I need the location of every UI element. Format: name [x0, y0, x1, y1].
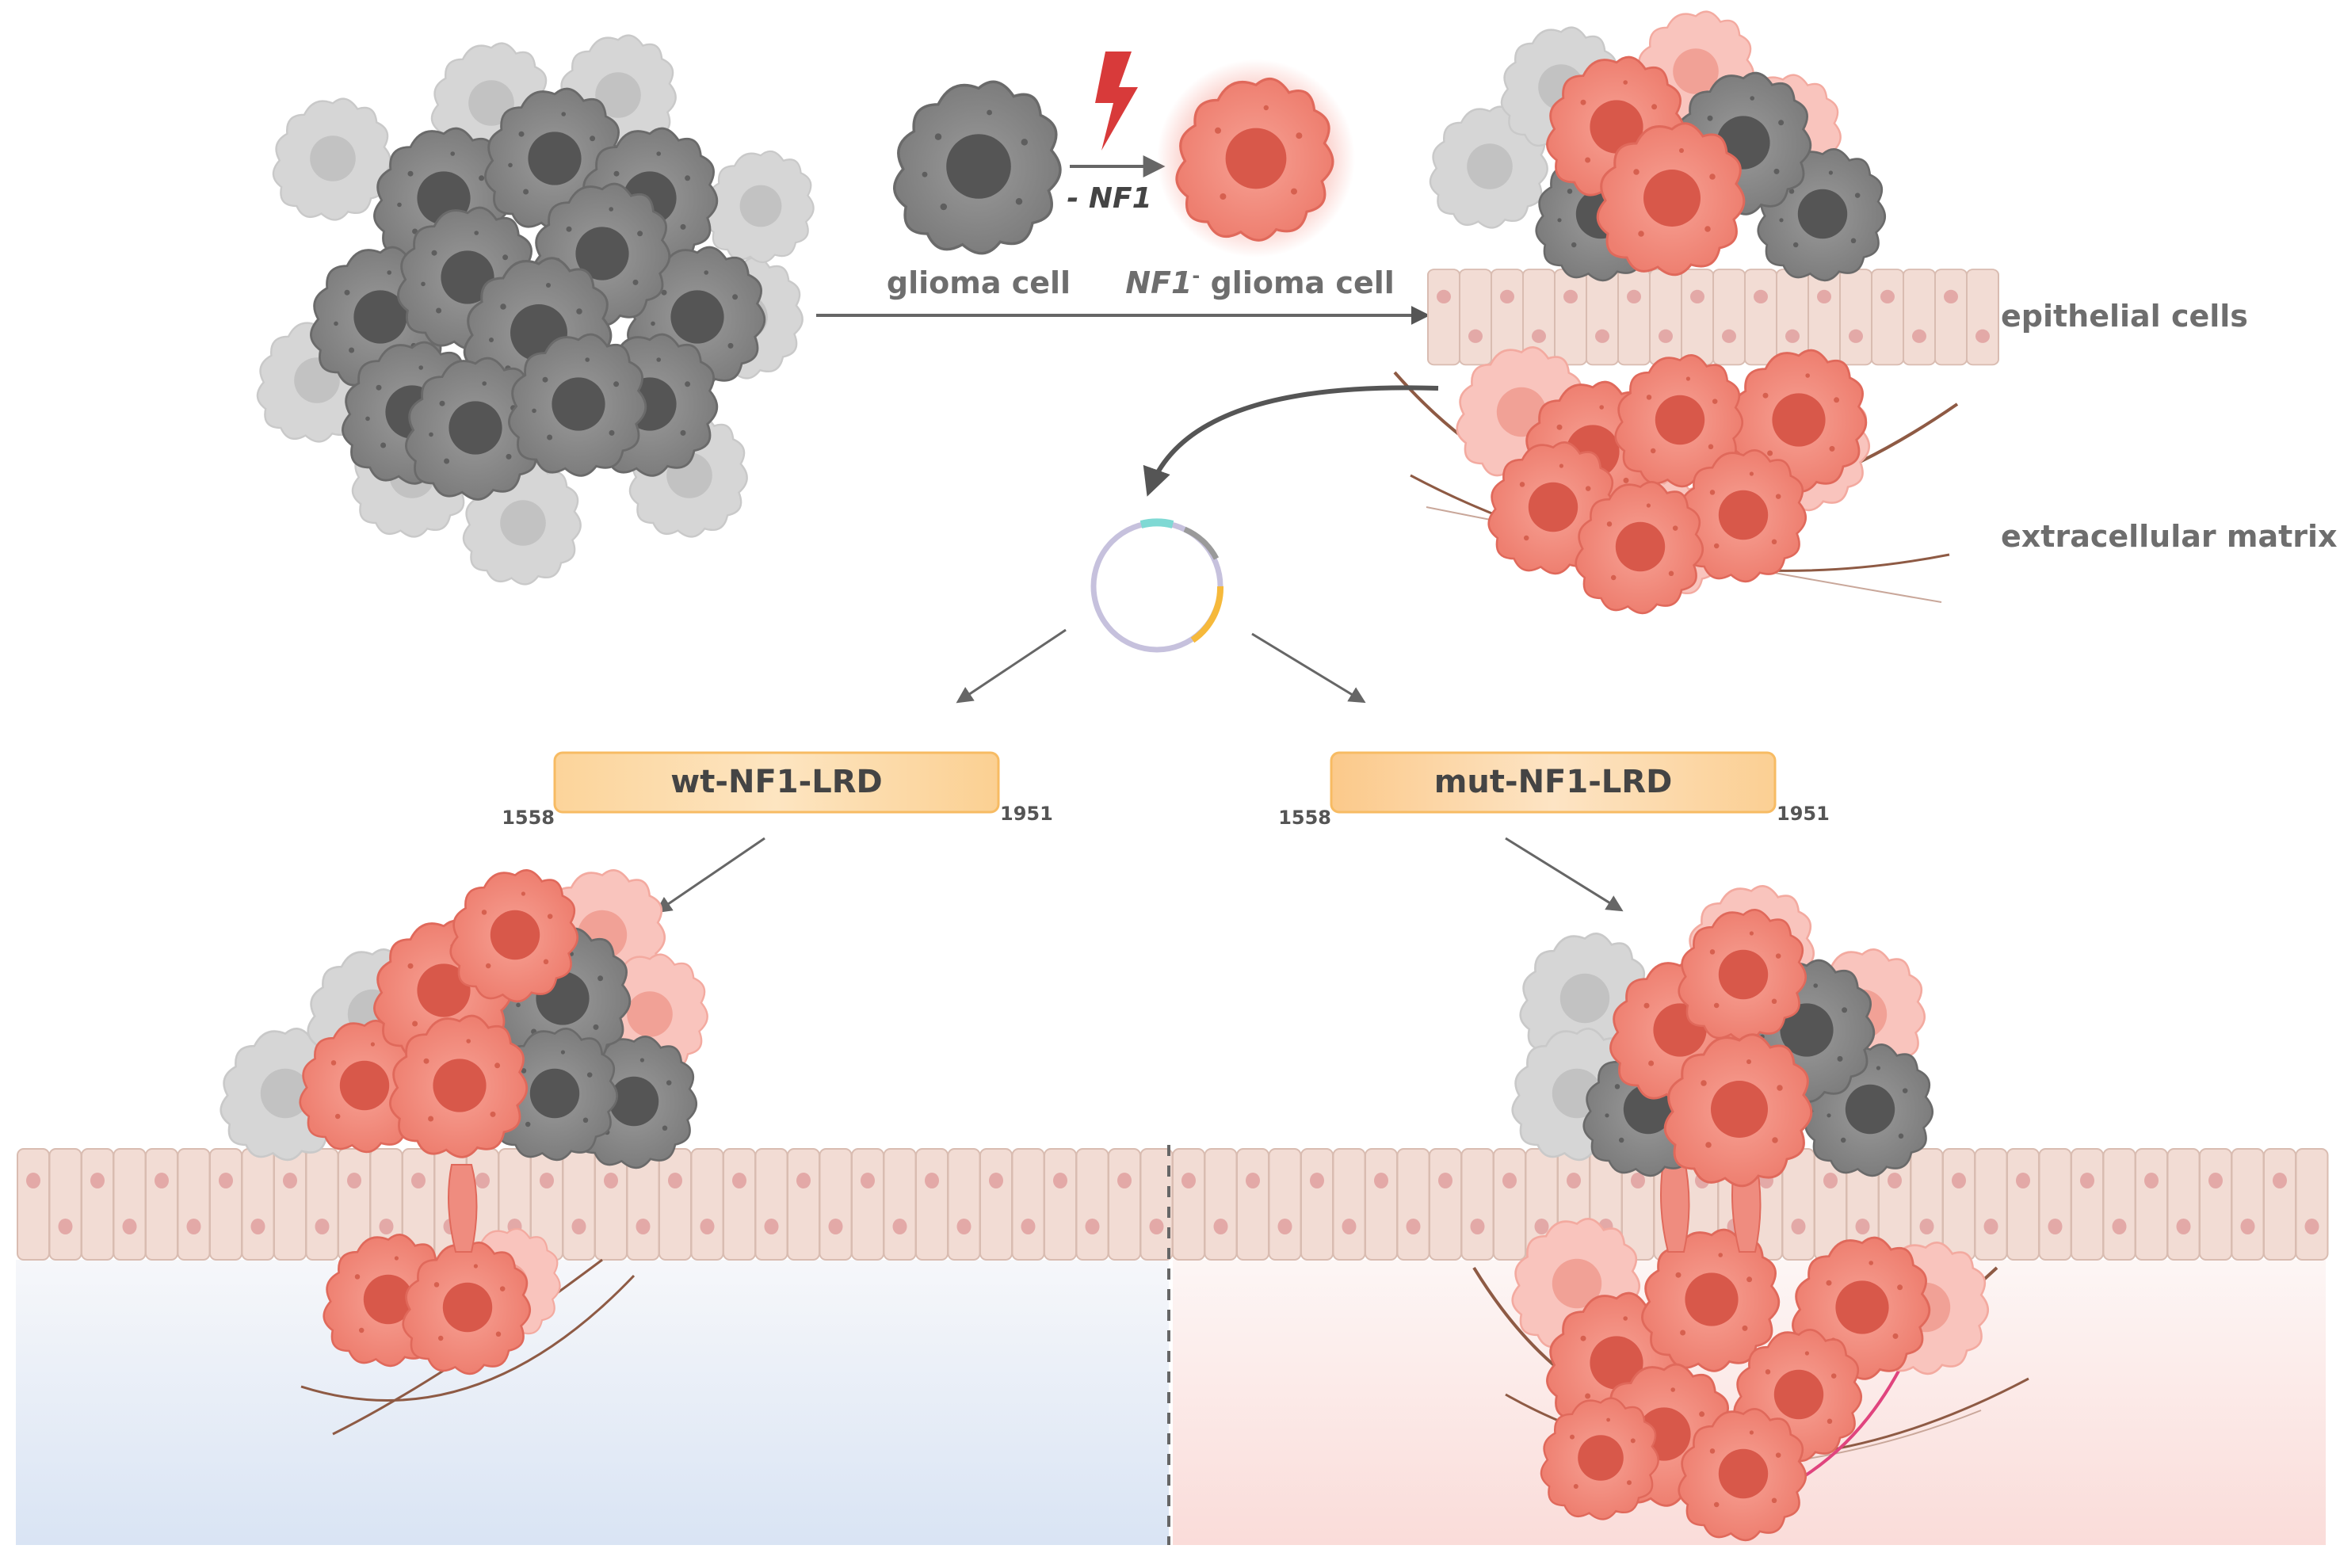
- epithelial-cell: [2102, 1148, 2136, 1261]
- epithelial-cell: [2231, 1148, 2265, 1261]
- epithelial-cell: [81, 1148, 114, 1261]
- epithelial-cell: [1011, 1148, 1045, 1261]
- epithelial-cell: [1712, 269, 1746, 366]
- epithelial-cell: [1871, 269, 1904, 366]
- epithelial-cell: [1460, 1148, 1494, 1261]
- epithelial-cell: [17, 1148, 50, 1261]
- epithelial-cell: [1781, 1148, 1815, 1261]
- epithelial-cell: [177, 1148, 211, 1261]
- wt-outcome-arrow: [655, 837, 765, 914]
- epithelial-cell: [658, 1148, 692, 1261]
- epithelial-cell: [915, 1148, 949, 1261]
- to-mut-arrow: [1251, 632, 1366, 704]
- epithelial-cell: [1236, 1148, 1269, 1261]
- epithelial-cell: [947, 1148, 981, 1261]
- epithelial-cell: [1586, 269, 1619, 366]
- epithelial-cell: [1204, 1148, 1238, 1261]
- epithelial-cell: [1617, 269, 1651, 366]
- epithelial-cell: [851, 1148, 884, 1261]
- epithelial-cell: [1332, 1148, 1366, 1261]
- construct-name: mut-NF1-LRD: [1434, 764, 1673, 800]
- epithelial-cell: [819, 1148, 853, 1261]
- glioma-cell-label: glioma cell: [887, 265, 1071, 300]
- epithelial-cell: [1942, 1148, 1975, 1261]
- epithelial-cell: [1108, 1148, 1141, 1261]
- to-plasmid-arrow: [1143, 385, 1439, 497]
- epithelial-cell: [2006, 1148, 2040, 1261]
- epithelial-cell: [2199, 1148, 2232, 1261]
- epithelial-cell: [1839, 269, 1872, 366]
- epithelial-cell: [754, 1148, 788, 1261]
- to-wt-arrow: [956, 628, 1067, 704]
- epithelial-cell: [1649, 269, 1682, 366]
- epithelial-cell: [979, 1148, 1013, 1261]
- epithelial-cell: [1365, 1148, 1398, 1261]
- epithelial-cell: [1459, 269, 1492, 366]
- wt-invasion: [219, 869, 708, 1436]
- epithelial-cell: [1934, 269, 1968, 366]
- epithelial-cell: [723, 1148, 756, 1261]
- epithelial-cell: [1075, 1148, 1109, 1261]
- construct-end: 1951: [1000, 803, 1053, 825]
- mut-invasion: [1472, 885, 2029, 1542]
- nf1-negative-cell-label: NF1- glioma cell: [1125, 265, 1395, 300]
- lightning-bolt-icon: [1095, 52, 1138, 151]
- epithelial-cell: [1776, 269, 1809, 366]
- epithelial-cell: [1681, 269, 1714, 366]
- plasmid-icon: [1090, 518, 1224, 653]
- epithelial-cell: [1172, 1148, 1205, 1261]
- epithelial-cell: [1903, 269, 1936, 366]
- epithelial-cell: [145, 1148, 178, 1261]
- epithelial-cell: [1554, 269, 1587, 366]
- epithelial-cell: [1493, 1148, 1526, 1261]
- nf1-negative-cell-icon: [1157, 59, 1355, 258]
- epithelial-cell: [1044, 1148, 1077, 1261]
- epithelial-cell: [2038, 1148, 2072, 1261]
- construct-start: 1558: [1278, 807, 1331, 829]
- epithelial-cell: [1268, 1148, 1302, 1261]
- epithelial-cell: [787, 1148, 820, 1261]
- wt-construct: wt-NF1-LRD 1558 1951: [502, 751, 1053, 829]
- construct-name: wt-NF1-LRD: [670, 764, 882, 800]
- epithelial-cell: [2071, 1148, 2104, 1261]
- nf1-deletion-label: - NF1: [1067, 182, 1151, 215]
- epithelial-cells-label: epithelial cells: [2001, 299, 2248, 334]
- epithelial-cell: [241, 1148, 275, 1261]
- epithelial-cell: [690, 1148, 724, 1261]
- epithelial-cell: [273, 1148, 307, 1261]
- epithelial-cell: [883, 1148, 917, 1261]
- epithelial-cell: [2295, 1148, 2329, 1261]
- wt-panel-background: [16, 1260, 1169, 1545]
- epithelial-cell: [1744, 269, 1777, 366]
- epithelial-cell: [1974, 1148, 2008, 1261]
- epithelial-cell: [2263, 1148, 2296, 1261]
- glioma-cell-icon: [892, 80, 1062, 255]
- extracellular-matrix-label: extracellular matrix: [2001, 519, 2338, 554]
- construct-start: 1558: [502, 807, 555, 829]
- epithelial-cell: [48, 1148, 82, 1261]
- construct-end: 1951: [1777, 803, 1830, 825]
- glioma-tumor-mass: [256, 34, 815, 586]
- epithelial-cell: [1300, 1148, 1334, 1261]
- epithelial-cell: [113, 1148, 147, 1261]
- epithelial-cell: [209, 1148, 242, 1261]
- epithelial-cell: [1396, 1148, 1430, 1261]
- epithelial-cell: [2166, 1148, 2201, 1261]
- mut-outcome-arrow: [1505, 837, 1624, 912]
- epithelial-cell: [2135, 1148, 2168, 1261]
- epithelial-cell: [562, 1148, 596, 1261]
- top-invasion-panel: [1393, 10, 1999, 615]
- epithelial-cell: [1966, 269, 1999, 366]
- mut-construct: mut-NF1-LRD 1558 1951: [1278, 751, 1830, 829]
- epithelial-cell: [1429, 1148, 1462, 1261]
- epithelial-cell: [305, 1148, 339, 1261]
- epithelial-cell: [1427, 269, 1460, 366]
